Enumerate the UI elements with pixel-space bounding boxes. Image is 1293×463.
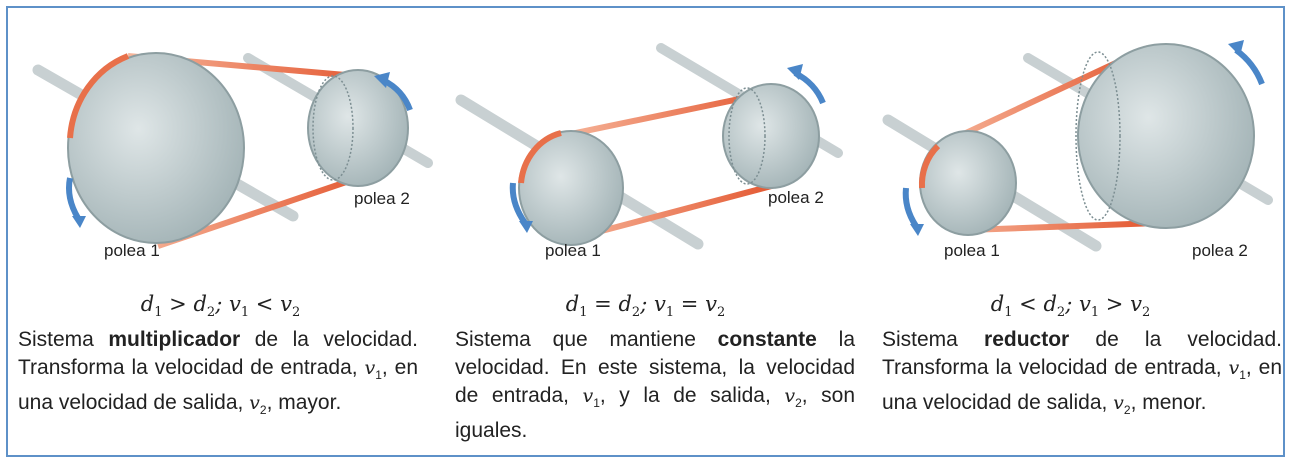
pulley-2-teeth bbox=[1075, 51, 1121, 221]
arrow-head-icon bbox=[374, 72, 390, 88]
panel-multiplicador: polea 1 polea 2 d1 > d2; v1 < v2 Sistema… bbox=[8, 8, 433, 455]
pulley-2-teeth bbox=[728, 87, 766, 185]
arrow-head-icon bbox=[787, 64, 803, 80]
pulley-1-label: polea 1 bbox=[545, 241, 601, 260]
description: Sistema reductor de la velocidad. Transf… bbox=[882, 328, 1282, 418]
description: Sistema que mantiene constante la veloci… bbox=[455, 328, 855, 443]
pulley-1 bbox=[67, 52, 245, 244]
pulley-2 bbox=[722, 83, 820, 189]
pulley-2 bbox=[307, 69, 409, 187]
pulley-1-label: polea 1 bbox=[944, 241, 1000, 260]
pulley-2-label: polea 2 bbox=[768, 188, 824, 207]
pulley-diagram-3 bbox=[882, 40, 1273, 252]
pulley-2 bbox=[1077, 43, 1255, 229]
arrow-head-icon bbox=[1228, 40, 1244, 56]
rotation-arrow-1 bbox=[66, 177, 81, 220]
belt-wrap-1 bbox=[518, 130, 562, 184]
panel-constante: polea 1 polea 2 d1 = d2; v1 = v2 Sistema… bbox=[433, 8, 858, 455]
arrow-head-icon bbox=[72, 216, 86, 228]
formula: d1 > d2; v1 < v2 bbox=[140, 292, 301, 321]
pulley-diagram-1 bbox=[32, 52, 433, 249]
panel-reductor: polea 1 polea 2 d1 < d2; v1 > v2 Sistema… bbox=[858, 8, 1283, 455]
pulley-diagram-2 bbox=[455, 43, 843, 250]
arrow-head-icon bbox=[910, 224, 924, 236]
diagram-frame: polea 1 polea 2 d1 > d2; v1 < v2 Sistema… bbox=[6, 6, 1285, 457]
belt-wrap-1 bbox=[918, 143, 941, 189]
formula: d1 < d2; v1 > v2 bbox=[990, 292, 1151, 321]
pulley-1-label: polea 1 bbox=[104, 241, 160, 260]
description: Sistema multiplicador de la velocidad. T… bbox=[18, 328, 418, 418]
arrow-head-icon bbox=[519, 221, 533, 233]
pulley-2-label: polea 2 bbox=[1192, 241, 1248, 260]
pulley-2-teeth bbox=[312, 75, 354, 181]
formula: d1 = d2; v1 = v2 bbox=[565, 292, 726, 321]
pulley-2-label: polea 2 bbox=[354, 189, 410, 208]
rotation-arrow-1 bbox=[509, 182, 528, 225]
belt-wrap-1 bbox=[67, 53, 130, 139]
rotation-arrow-1 bbox=[902, 187, 919, 228]
pulley-1 bbox=[518, 130, 624, 246]
